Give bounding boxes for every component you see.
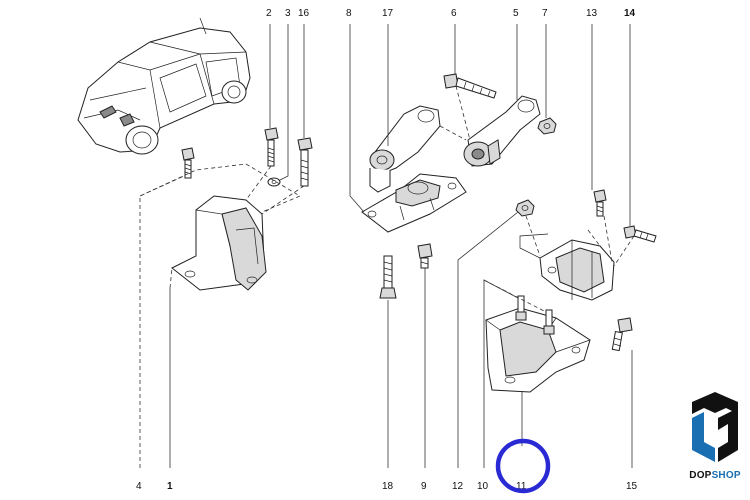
callout-9: 9 — [421, 481, 427, 492]
brand-logo: DOPSHOP — [684, 392, 746, 492]
right-mount-bracket — [519, 233, 615, 301]
bolt-6 — [443, 73, 497, 99]
callout-4: 4 — [136, 481, 142, 492]
stud-10b — [543, 309, 555, 335]
nut-12 — [515, 199, 535, 217]
callout-2: 2 — [266, 8, 272, 19]
nut-7 — [537, 117, 557, 135]
callout-8: 8 — [346, 8, 352, 19]
lower-mount-11 — [485, 307, 591, 393]
bolt-13 — [593, 189, 607, 217]
brand-name-part2: SHOP — [711, 470, 741, 481]
callout-15: 15 — [626, 481, 638, 492]
bolt-14 — [623, 225, 657, 243]
callout-1: 1 — [167, 481, 173, 492]
bolt-9 — [417, 243, 433, 269]
washer-3 — [267, 177, 281, 187]
bolt-4 — [181, 147, 195, 179]
bolt-15 — [611, 317, 633, 352]
callout-13: 13 — [586, 8, 598, 19]
stud-10a — [515, 295, 527, 321]
leader-lines — [139, 24, 635, 468]
callout-10: 10 — [477, 481, 489, 492]
callout-11: 11 — [516, 481, 527, 492]
callout-16: 16 — [298, 8, 310, 19]
callout-5: 5 — [513, 8, 519, 19]
torque-rod-17 — [369, 105, 441, 193]
callout-18: 18 — [382, 481, 394, 492]
callout-14: 14 — [624, 8, 636, 19]
car-illustration — [77, 17, 251, 155]
bolt-2 — [264, 127, 279, 167]
highlight-circle-part-11 — [495, 438, 551, 494]
callout-6: 6 — [451, 8, 457, 19]
callout-numbers: 2 3 16 8 17 6 5 7 13 14 4 1 18 9 12 10 1… — [136, 8, 638, 492]
bolt-16 — [297, 137, 313, 187]
callout-7: 7 — [542, 8, 548, 19]
brand-name: DOPSHOP — [684, 470, 746, 481]
dopshop-logo-icon — [692, 392, 738, 462]
mount-bracket-8 — [361, 173, 467, 233]
bolt-18 — [379, 255, 397, 299]
callout-17: 17 — [382, 8, 394, 19]
torque-link-5 — [463, 95, 541, 167]
brand-name-part1: DOP — [689, 470, 712, 481]
callout-3: 3 — [285, 8, 291, 19]
left-engine-mount — [171, 195, 267, 291]
callout-12: 12 — [452, 481, 464, 492]
